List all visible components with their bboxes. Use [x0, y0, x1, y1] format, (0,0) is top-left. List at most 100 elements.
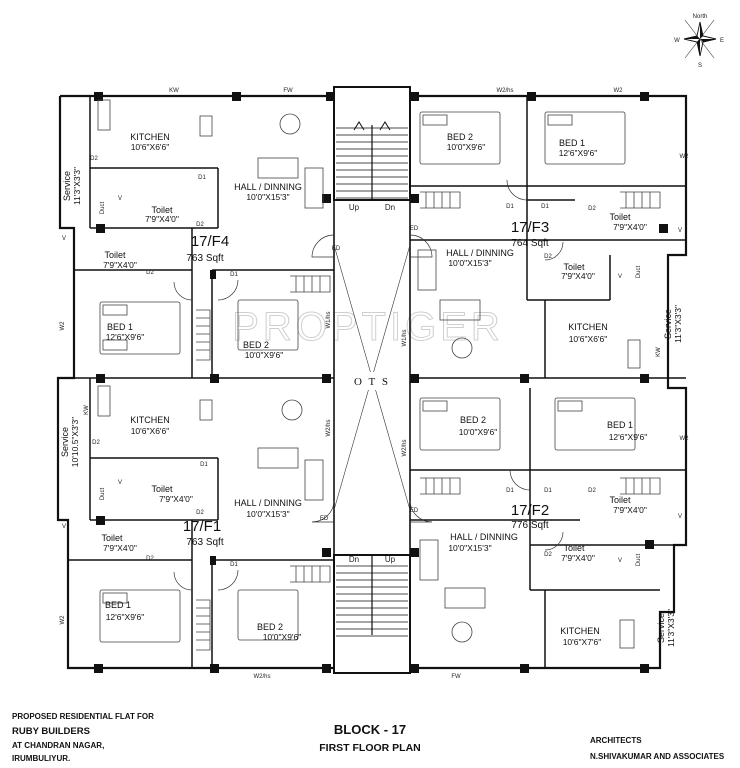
room-dim: 10'0"X9'6" — [447, 142, 486, 152]
room-name: Toilet — [563, 543, 585, 553]
flat-f3-name: 17/F3 — [511, 219, 549, 236]
compass-north-label: North — [693, 14, 708, 20]
room-name: KITCHEN — [130, 415, 170, 425]
footer-plan-title: FIRST FLOOR PLAN — [319, 742, 421, 754]
tag-d2: D2 — [90, 156, 98, 162]
footer-project-line1: PROPOSED RESIDENTIAL FLAT FOR — [12, 712, 154, 721]
room-name: Service — [62, 171, 72, 201]
tag-fw-bottom: FW — [451, 674, 461, 680]
room-dim: 10'6"X6'6" — [569, 334, 608, 344]
tag-d1: D1 — [198, 175, 206, 181]
stair-bottom-up: Up — [385, 555, 396, 564]
room-name: HALL / DINNING — [450, 532, 518, 542]
tag-w2-left-a: W2 — [60, 321, 66, 331]
room-name: Toilet — [563, 262, 585, 272]
tag-d1: D1 — [230, 272, 238, 278]
tag-v: V — [118, 196, 122, 202]
tag-v: V — [118, 480, 122, 486]
compass-icon: North S E W — [674, 14, 724, 69]
compass-west-label: W — [674, 38, 680, 44]
tag-v: V — [618, 558, 622, 564]
flat-f2-area: 776 Sqft — [511, 520, 548, 531]
room-dim: 10'0"X9'6" — [459, 427, 498, 437]
tag-d2: D2 — [146, 270, 154, 276]
room-name: Toilet — [104, 250, 126, 260]
tag-d1: D1 — [230, 562, 238, 568]
room-name: Service — [60, 427, 70, 457]
tag-w2-top: W2 — [614, 88, 624, 94]
tag-w1hs-c1: W1/hs — [326, 311, 332, 328]
flat-f3-area: 764 Sqft — [511, 238, 548, 249]
room-dim: 10'6"X6'6" — [131, 142, 170, 152]
room-dim: 10'10.5"X3'3" — [70, 417, 80, 467]
tag-ed: ED — [320, 516, 329, 522]
room-dim: 7'9"X4'0" — [103, 543, 137, 553]
stair-bottom-treads — [336, 565, 408, 637]
stair-top-up: Up — [349, 203, 360, 212]
opening-tags: KW FW W2/hs W2 W2/hs FW W2 W2 W2 W2 KW K… — [60, 88, 689, 680]
compass-east-label: E — [720, 38, 724, 44]
compass-south-label: S — [698, 63, 702, 69]
room-name: BED 2 — [447, 132, 473, 142]
tag-d1: D1 — [506, 204, 514, 210]
room-name: HALL / DINNING — [446, 248, 514, 258]
tag-w2hs-c1: W2/hs — [326, 419, 332, 436]
room-name: Service — [656, 613, 666, 643]
flat-f4-area: 763 Sqft — [186, 253, 223, 264]
tag-d2: D2 — [196, 222, 204, 228]
room-name: BED 1 — [607, 420, 633, 430]
tag-w2-right-a: W2 — [680, 154, 690, 160]
tag-ed: ED — [410, 508, 419, 514]
room-dim: 7'9"X4'0" — [613, 505, 647, 515]
tag-d2: D2 — [146, 556, 154, 562]
tag-ed: ED — [332, 246, 341, 252]
tag-v: V — [678, 514, 682, 520]
footer-block-title: BLOCK - 17 — [333, 722, 407, 737]
flat-f4-name: 17/F4 — [191, 233, 229, 250]
room-dim: 12'6"X9'6" — [106, 332, 145, 342]
tag-d2: D2 — [196, 510, 204, 516]
tag-duct: Duct — [100, 202, 106, 215]
room-dim: 11'3"X3'3" — [673, 305, 683, 343]
tag-w2hs-bottom: W2/hs — [253, 674, 270, 680]
tag-d1: D1 — [200, 462, 208, 468]
room-dim: 10'6"X7'6" — [563, 637, 602, 647]
room-dim: 7'9"X4'0" — [613, 222, 647, 232]
room-name: BED 1 — [107, 322, 133, 332]
tag-duct: Duct — [636, 554, 642, 567]
room-name: Toilet — [151, 205, 173, 215]
tag-kw-top: KW — [169, 88, 179, 94]
tag-d2: D2 — [588, 206, 596, 212]
room-dim: 7'9"X4'0" — [561, 271, 595, 281]
tag-ed: ED — [410, 226, 419, 232]
room-name: BED 2 — [243, 340, 269, 350]
room-name: Toilet — [151, 484, 173, 494]
tag-kw-left: KW — [84, 405, 90, 415]
room-name: KITCHEN — [130, 132, 170, 142]
room-name: Service — [663, 309, 673, 339]
room-dim: 12'6"X9'6" — [106, 612, 145, 622]
room-dim: 12'6"X9'6" — [559, 148, 598, 158]
tag-d1: D1 — [544, 488, 552, 494]
room-name: BED 1 — [105, 600, 131, 610]
room-name: BED 1 — [559, 138, 585, 148]
tag-fw-top: FW — [283, 88, 293, 94]
tag-w2hs-top: W2/hs — [496, 88, 513, 94]
tag-d1: D1 — [506, 488, 514, 494]
room-name: HALL / DINNING — [234, 498, 302, 508]
ots-shaft: O T S — [333, 200, 411, 555]
flat-f1-name: 17/F1 — [183, 518, 221, 535]
room-name: Toilet — [101, 533, 123, 543]
room-dim: 7'9"X4'0" — [103, 260, 137, 270]
door-swings — [173, 179, 564, 591]
tag-v: V — [62, 524, 66, 530]
footer-location-line2: IRUMBULIYUR. — [12, 754, 71, 763]
room-dim: 11'3"X3'3" — [72, 167, 82, 205]
flat-f1-area: 763 Sqft — [186, 537, 223, 548]
room-dim: 10'0"X15'3" — [448, 258, 491, 268]
ots-label: O T S — [354, 376, 390, 388]
tag-w2-right-b: W2 — [680, 436, 690, 442]
structural-columns — [94, 92, 668, 673]
stair-top-down: Dn — [385, 203, 395, 212]
room-dim: 10'0"X9'6" — [263, 632, 302, 642]
